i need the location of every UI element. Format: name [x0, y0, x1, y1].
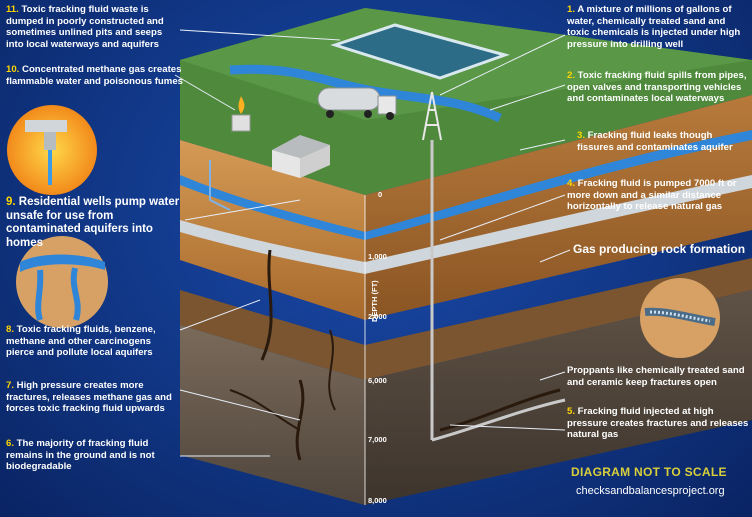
website-credit: checksandbalancesproject.org — [576, 485, 725, 497]
depth-tick-6000: 6,000 — [368, 376, 387, 385]
depth-tick-8000: 8,000 — [368, 496, 387, 505]
label-proppants: Proppants like chemically treated sand a… — [567, 365, 745, 388]
label-8: 8. Toxic fracking fluids, benzene, metha… — [6, 324, 156, 358]
label-5: 5. Fracking fluid injected at high press… — [567, 406, 749, 440]
drilling-derrick — [422, 91, 442, 141]
depth-tick-7000: 7,000 — [368, 435, 387, 444]
waste-pit — [330, 23, 511, 80]
label-11: 11. Toxic fracking fluid waste is dumped… — [6, 4, 164, 50]
label-10: 10. Concentrated methane gas creates fla… — [6, 64, 183, 87]
methane-tank — [231, 96, 251, 132]
scale-note: DIAGRAM NOT TO SCALE — [571, 465, 727, 479]
aquifer-band-right — [365, 130, 752, 240]
label-1: 1. A mixture of millions of gallons of w… — [567, 4, 741, 50]
aquifer-inset — [16, 236, 108, 328]
depth-tick-2000: 2,000 — [368, 312, 387, 321]
depth-tick-0: 0 — [378, 190, 383, 199]
proppants-inset — [640, 278, 720, 358]
upper-block-left-face — [180, 140, 365, 320]
upper-block-right-face — [365, 95, 752, 320]
faucet-inset — [7, 105, 97, 195]
lower-block-left-face — [180, 325, 365, 505]
label-4: 4. Fracking fluid is pumped 7000 ft or m… — [567, 178, 737, 212]
tanker-truck — [317, 87, 397, 120]
label-9: 9. Residential wells pump water unsafe f… — [6, 196, 180, 249]
label-6: 6. The majority of fracking fluid remain… — [6, 438, 155, 472]
surface-stream — [229, 64, 502, 123]
depth-tick-1000: 1,000 — [368, 252, 387, 261]
label-2: 2. Toxic fracking fluid spills from pipe… — [567, 70, 747, 104]
house — [272, 135, 330, 178]
label-7: 7. High pressure creates more fractures,… — [6, 380, 172, 414]
label-3: 3. Fracking fluid leaks though fissures … — [577, 130, 733, 153]
label-gas-formation: Gas producing rock formation — [573, 242, 746, 256]
aquifer-band-left — [180, 175, 365, 240]
